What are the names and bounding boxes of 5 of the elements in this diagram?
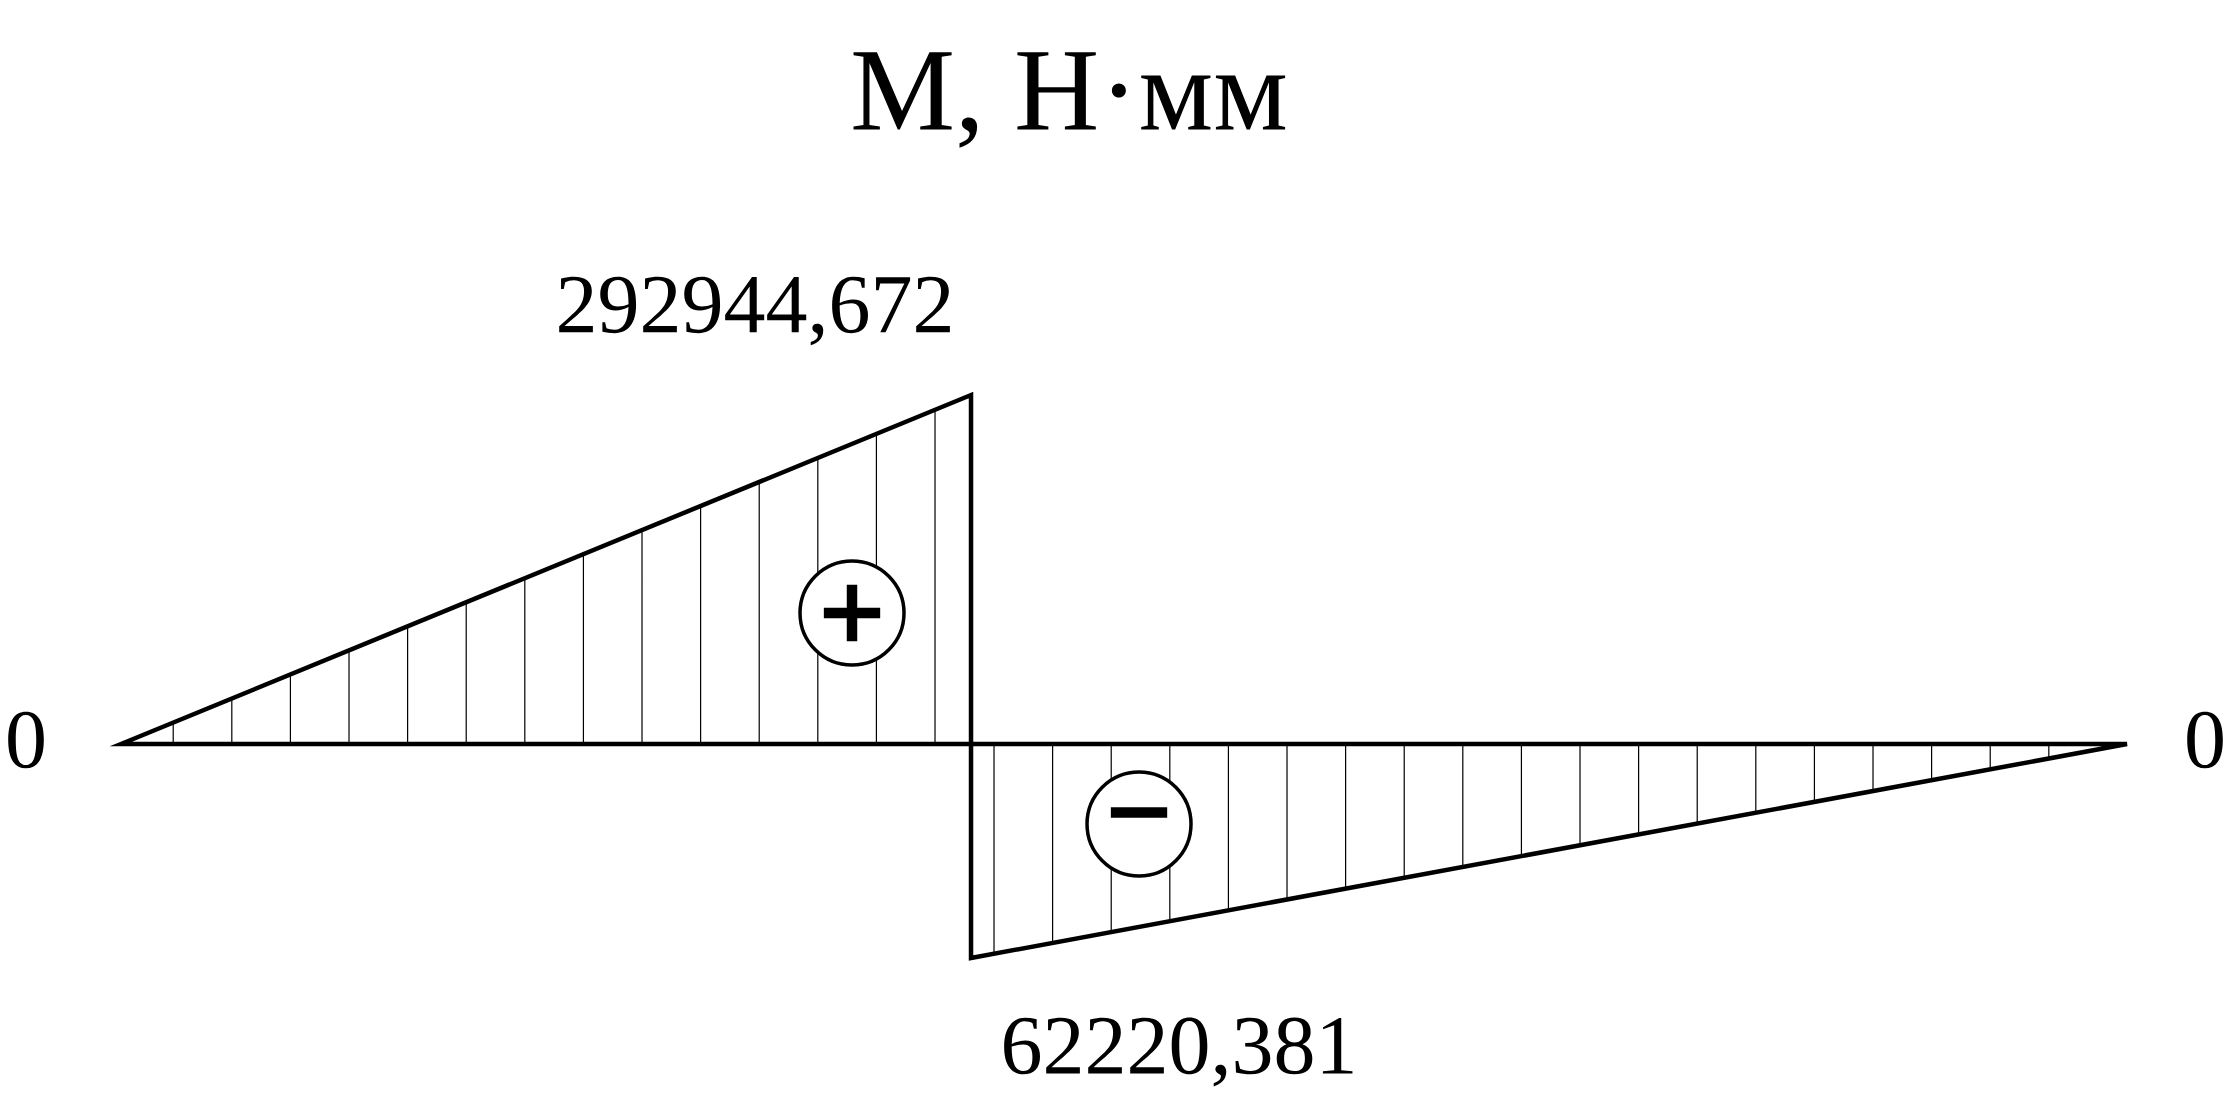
value-label: 62220,381: [1004, 1017, 1353, 1087]
value-label: 0: [8, 711, 44, 769]
value-label: 0: [2187, 711, 2223, 769]
title: M, Н·мм: [853, 52, 1286, 148]
value-label: 292944,672: [559, 276, 950, 346]
